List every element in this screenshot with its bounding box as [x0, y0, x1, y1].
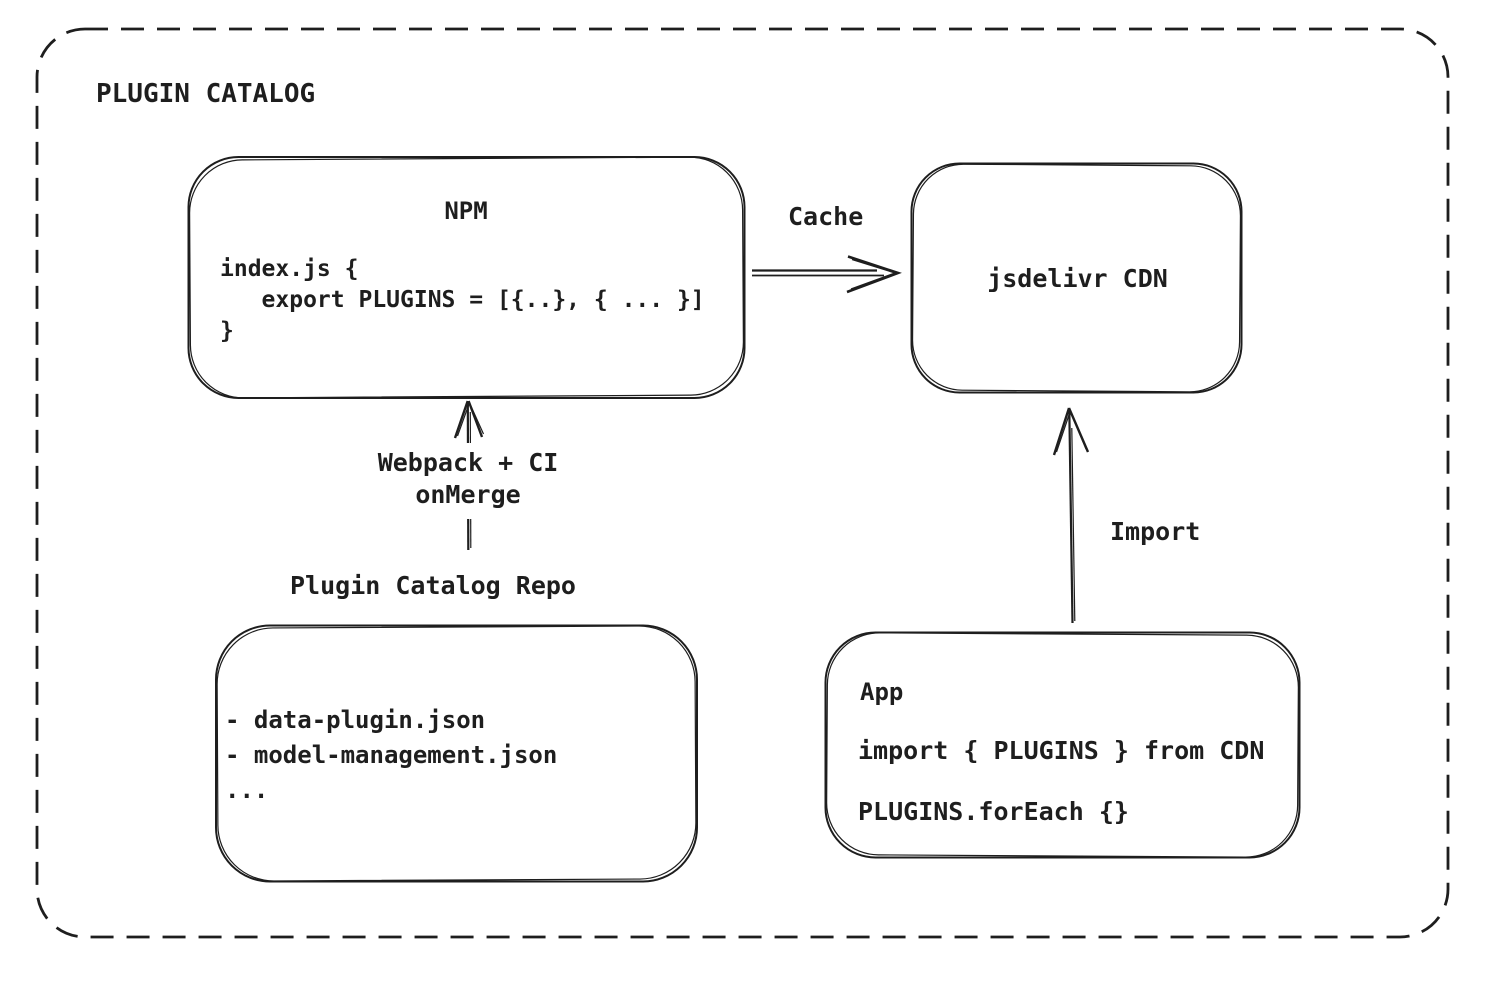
cdn-node-box	[910, 162, 1243, 394]
npm-node-title: NPM	[444, 197, 488, 225]
npm-node-outline	[187, 156, 746, 399]
npm-node-outline-sketch	[189, 156, 745, 399]
npm-node-box	[187, 156, 746, 399]
repo-node-label: Plugin Catalog Repo	[290, 571, 576, 600]
cache-arrow-label: Cache	[788, 202, 864, 231]
cache-arrowhead	[846, 255, 902, 294]
app-node-foreach-line: PLUGINS.forEach {}	[858, 797, 1129, 826]
repo-node-file-list: - data-plugin.json - model-management.js…	[225, 706, 558, 804]
catalog-boundary-dashed-border	[35, 27, 1450, 939]
npm-node-code: index.js { export PLUGINS = [{..}, { ...…	[220, 256, 705, 344]
import-arrow	[1052, 407, 1090, 624]
diagram-title: PLUGIN CATALOG	[96, 79, 316, 109]
build-arrowhead-sketch	[456, 403, 485, 437]
import-arrowhead-sketch	[1055, 411, 1087, 453]
app-node-outline-sketch	[826, 632, 1299, 858]
cdn-node-outline-sketch	[911, 163, 1242, 393]
import-arrow-shaft-sketch	[1071, 427, 1076, 622]
cdn-node-label: jsdelivr CDN	[987, 264, 1168, 293]
repo-node-outline-sketch	[216, 625, 697, 882]
import-arrow-label: Import	[1110, 517, 1201, 546]
cache-arrowhead-sketch	[850, 258, 897, 290]
app-node-title: App	[860, 678, 904, 706]
cache-arrow	[752, 255, 902, 294]
app-node-import-line: import { PLUGINS } from CDN	[858, 736, 1265, 765]
app-node-box	[824, 631, 1301, 859]
app-node-outline	[824, 631, 1301, 859]
cdn-node-outline	[910, 162, 1243, 394]
import-arrowhead	[1052, 407, 1090, 456]
repo-node-outline	[215, 624, 698, 883]
repo-node-box	[215, 624, 698, 883]
build-arrow-label: Webpack + CI onMerge	[338, 443, 598, 519]
import-arrow-shaft	[1068, 408, 1074, 624]
